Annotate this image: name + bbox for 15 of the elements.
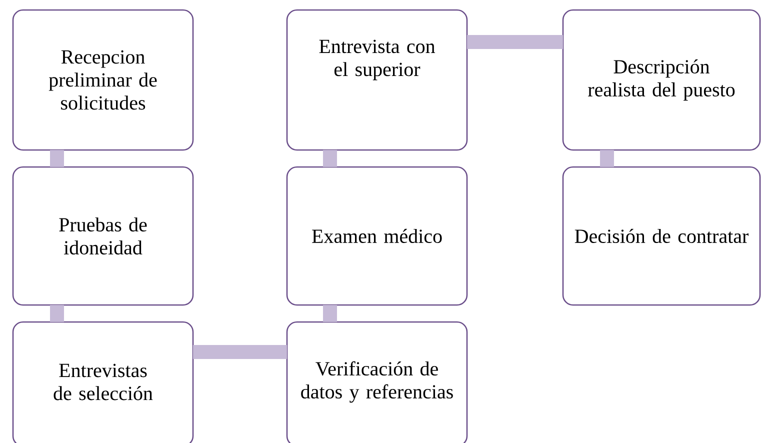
connector-bar [600,150,614,167]
connector-bar [323,150,337,167]
connector-bar [323,305,337,322]
process-box: Recepcion preliminar de solicitudes [12,9,194,151]
process-box: Examen médico [286,166,468,306]
process-box: Entrevista con el superior [286,9,468,151]
process-box: Descripción realista del puesto [562,9,761,151]
connector-bar [467,35,563,49]
process-box: Decisión de contratar [562,166,761,306]
process-box: Verificación de datos y referencias [286,321,468,443]
connector-bar [50,305,64,322]
process-box: Entrevistas de selección [12,321,194,443]
connector-bar [193,344,287,359]
process-box: Pruebas de idoneidad [12,166,194,306]
connector-bar [50,150,64,167]
